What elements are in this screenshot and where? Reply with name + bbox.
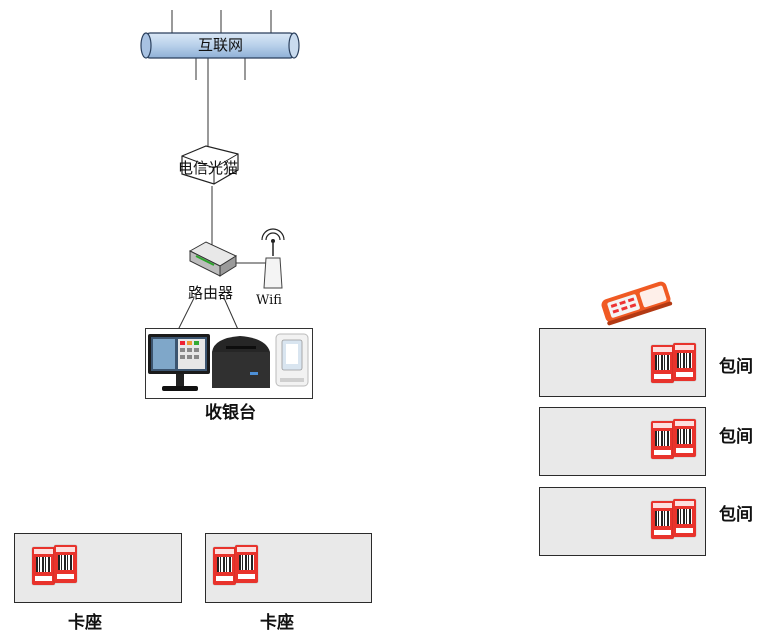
router-label: 路由器 <box>188 284 234 302</box>
qr-code-stand-icon <box>651 343 699 385</box>
booth-label: 卡座 <box>68 613 102 633</box>
private-room-label: 包间 <box>719 505 753 525</box>
internet-label: 互联网 <box>198 36 244 54</box>
private-room-label: 包间 <box>719 357 753 377</box>
modem-label: 电信光猫 <box>178 159 239 177</box>
qr-code-stand-icon <box>651 499 699 541</box>
wifi-label: Wifi <box>256 293 282 308</box>
booth-label: 卡座 <box>260 613 294 633</box>
cashier-label: 收银台 <box>205 403 256 423</box>
private-room-label: 包间 <box>719 427 753 447</box>
qr-code-stand-icon <box>651 419 699 461</box>
qr-code-stand-icon <box>213 545 261 587</box>
qr-code-stand-icon <box>32 545 80 587</box>
